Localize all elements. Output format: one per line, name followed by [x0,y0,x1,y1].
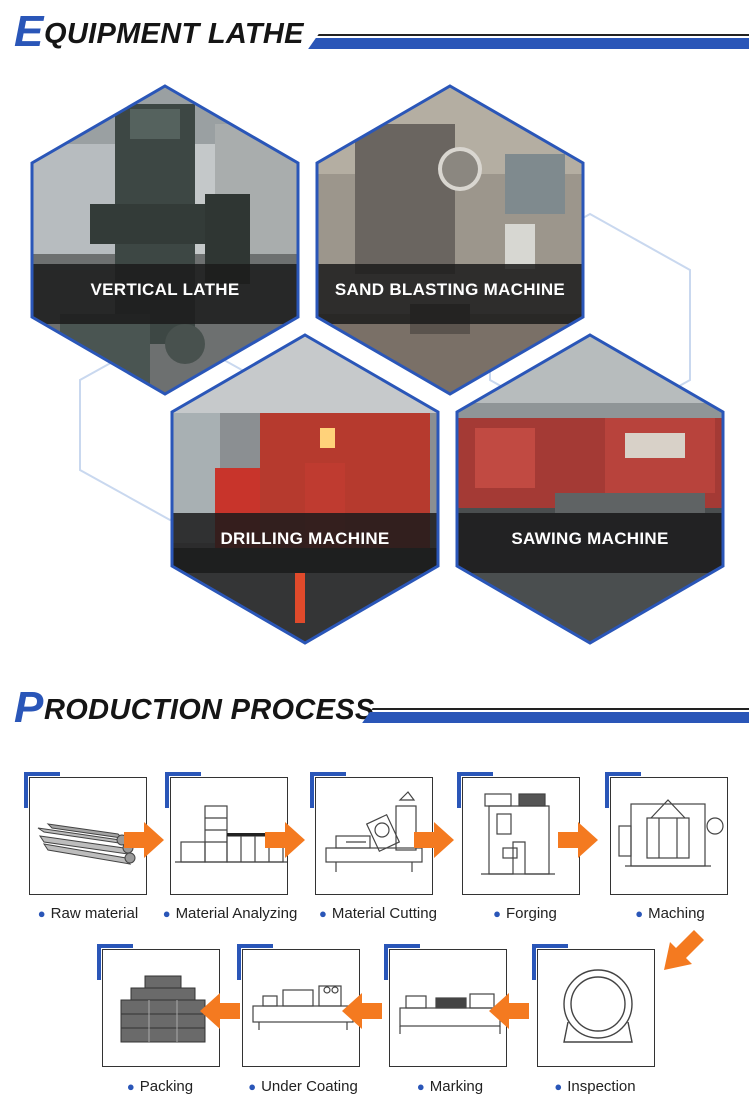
arrow-left-icon [342,993,382,1029]
machine-label-sand-blasting: SAND BLASTING MACHINE [334,280,566,299]
material-cutting-icon [325,791,423,872]
process-step-packing [97,944,222,1069]
material-analyzing-icon [175,805,287,863]
packing-icon [120,975,206,1043]
maching-icon [618,799,724,867]
process-step-label: ●Under Coating [248,1078,358,1095]
process-step-raw-material [24,772,149,897]
raw-material-icon [37,823,136,865]
equipment-title-initial: E [14,7,44,56]
equipment-title: QUIPMENT LATHE [44,18,304,50]
arrow-left-icon [489,993,529,1029]
process-step-label: ●Packing [126,1078,194,1095]
arrow-right-icon [265,822,305,858]
machine-label-vertical-lathe: VERTICAL LATHE [90,280,240,299]
machine-label-drilling: DRILLING MACHINE [220,529,390,548]
inspection-icon [563,969,633,1043]
machine-card-sand-blasting: SAND BLASTING MACHINE [315,84,585,396]
process-step-inspection [532,944,657,1069]
machine-label-sawing: SAWING MACHINE [511,529,669,548]
process-step-label: ●Forging [493,905,557,922]
process-step-under-coating [237,944,362,1069]
arrow-right-icon [414,822,454,858]
arrow-down-left-icon [664,930,704,970]
arrow-left-icon [200,993,240,1029]
header-rule-thin [371,708,749,710]
header-rule-thick [362,712,749,723]
process-step-label: ●Raw material [37,905,139,922]
arrow-right-icon [124,822,164,858]
machine-card-sawing: SAWING MACHINE [455,333,725,645]
process-step-label: ●Inspection [554,1078,636,1095]
process-step-label: ●Maching [635,905,705,922]
sawing-machine-photo [455,333,725,645]
machine-card-drilling: DRILLING MACHINE [170,333,440,645]
production-title-initial: P [14,683,44,732]
process-step-label: ●Material Cutting [319,905,437,922]
process-step-marking [384,944,509,1069]
production-title: RODUCTION PROCESS [44,694,375,726]
drilling-machine-photo [170,333,440,645]
arrow-right-icon [558,822,598,858]
process-step-maching [605,772,730,897]
forging-icon [481,793,555,875]
production-section-header: P RODUCTION PROCESS [0,684,749,744]
process-step-label: ●Marking [416,1078,484,1095]
sand-blasting-photo [315,84,585,396]
equipment-section-header: E QUIPMENT LATHE [0,8,749,68]
process-step-material-cutting [310,772,435,897]
process-step-label: ●Material Analyzing [162,905,298,922]
